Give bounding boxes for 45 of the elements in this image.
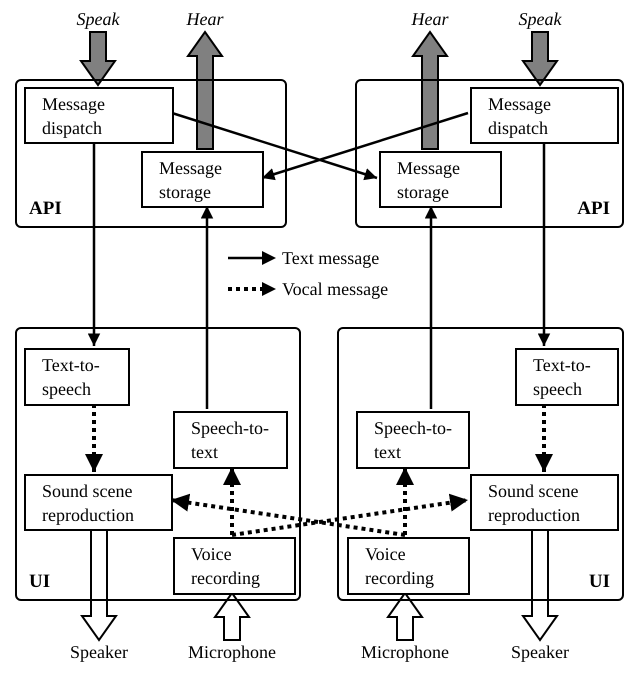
dotted-arrow bbox=[223, 467, 241, 535]
process-box: Sound scene reproduction bbox=[470, 474, 619, 531]
device-label: Speaker bbox=[511, 640, 569, 664]
process-box: Message dispatch bbox=[24, 87, 174, 144]
group-container bbox=[337, 327, 624, 601]
process-box: Message dispatch bbox=[470, 87, 619, 144]
dotted-arrow bbox=[85, 404, 103, 472]
process-box: Text-to-speech bbox=[515, 348, 619, 406]
block-arrow bbox=[79, 31, 117, 87]
block-arrow bbox=[521, 31, 559, 87]
block-arrow bbox=[80, 528, 118, 642]
block-arrow bbox=[411, 30, 449, 150]
action-label: Hear bbox=[186, 8, 224, 30]
process-box: Voice recording bbox=[173, 537, 296, 595]
process-box: Sound scene reproduction bbox=[24, 474, 173, 531]
group-label: API bbox=[577, 199, 610, 218]
action-label: Speak bbox=[518, 8, 562, 30]
process-box: Message storage bbox=[141, 151, 264, 208]
device-label: Microphone bbox=[188, 640, 276, 664]
group-container bbox=[355, 79, 624, 228]
group-label: API bbox=[29, 199, 62, 218]
group-label: UI bbox=[588, 572, 610, 591]
group-container bbox=[15, 79, 287, 228]
legend-label: Text message bbox=[282, 247, 380, 270]
dotted-arrow bbox=[396, 467, 414, 535]
block-arrow bbox=[521, 528, 559, 642]
group-container bbox=[15, 327, 301, 601]
action-label: Hear bbox=[412, 8, 448, 30]
action-label: Speak bbox=[76, 8, 120, 30]
device-label: Speaker bbox=[70, 640, 128, 664]
dotted-arrow bbox=[535, 404, 553, 472]
process-box: Voice recording bbox=[347, 537, 470, 595]
process-box: Text-to-speech bbox=[24, 348, 130, 406]
arrow bbox=[424, 206, 438, 409]
block-arrow bbox=[186, 30, 224, 150]
arrow bbox=[88, 142, 100, 346]
group-label: UI bbox=[29, 572, 50, 591]
process-box: Speech-to-text bbox=[173, 411, 288, 469]
device-label: Microphone bbox=[361, 640, 449, 664]
dotted-arrow bbox=[232, 494, 468, 537]
arrow bbox=[200, 206, 214, 409]
process-box: Message storage bbox=[379, 151, 502, 208]
arrow bbox=[538, 142, 550, 346]
process-box: Speech-to-text bbox=[356, 411, 470, 469]
legend-label: Vocal message bbox=[282, 278, 388, 300]
